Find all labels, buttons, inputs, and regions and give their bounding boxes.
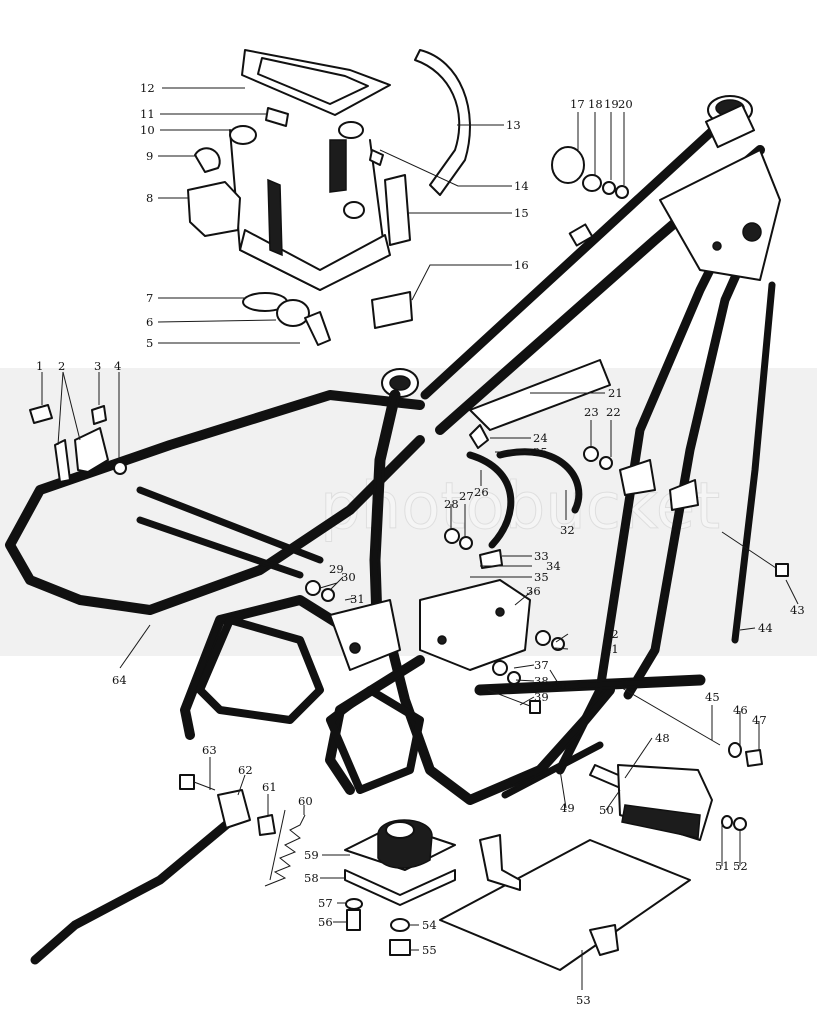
leader-lines bbox=[41, 87, 799, 990]
label-48: 48 bbox=[655, 731, 670, 745]
part-number-labels: 1 2 3 4 5 6 7 8 9 10 11 12 13 14 15 16 1… bbox=[36, 81, 805, 1007]
label-32: 32 bbox=[560, 523, 575, 537]
label-43: 43 bbox=[790, 603, 805, 617]
label-39: 39 bbox=[534, 690, 549, 704]
label-31: 31 bbox=[350, 592, 365, 606]
label-56: 56 bbox=[318, 915, 333, 929]
label-14: 14 bbox=[514, 179, 529, 193]
main-frame bbox=[5, 95, 781, 805]
label-15: 15 bbox=[514, 206, 529, 220]
rear-small-parts bbox=[29, 404, 127, 483]
label-17: 17 bbox=[570, 97, 585, 111]
label-23: 23 bbox=[584, 405, 599, 419]
label-18: 18 bbox=[588, 97, 603, 111]
label-37: 37 bbox=[534, 658, 549, 672]
label-16: 16 bbox=[514, 258, 529, 272]
label-10: 10 bbox=[140, 123, 155, 137]
label-6: 6 bbox=[146, 315, 153, 329]
headstock-parts bbox=[551, 146, 629, 199]
label-46: 46 bbox=[733, 703, 748, 717]
label-22: 22 bbox=[606, 405, 621, 419]
label-54: 54 bbox=[422, 918, 437, 932]
label-13: 13 bbox=[506, 118, 521, 132]
label-34: 34 bbox=[546, 559, 561, 573]
label-27: 27 bbox=[459, 489, 474, 503]
vent-pipes bbox=[466, 281, 776, 799]
label-44: 44 bbox=[758, 621, 773, 635]
label-21: 21 bbox=[608, 386, 623, 400]
label-61: 61 bbox=[262, 780, 277, 794]
sump-guard bbox=[439, 764, 713, 971]
label-28: 28 bbox=[444, 497, 459, 511]
label-51: 51 bbox=[715, 859, 730, 873]
label-45: 45 bbox=[705, 690, 720, 704]
label-47: 47 bbox=[752, 713, 767, 727]
label-55: 55 bbox=[422, 943, 437, 957]
label-41: 41 bbox=[604, 642, 619, 656]
label-42: 42 bbox=[604, 627, 619, 641]
label-12: 12 bbox=[140, 81, 155, 95]
rubber-mount bbox=[344, 819, 456, 956]
label-20: 20 bbox=[618, 97, 633, 111]
label-59: 59 bbox=[304, 848, 319, 862]
label-1: 1 bbox=[36, 359, 43, 373]
label-52: 52 bbox=[733, 859, 748, 873]
label-29: 29 bbox=[329, 562, 344, 576]
label-9: 9 bbox=[146, 149, 153, 163]
battery-carrier-group bbox=[187, 49, 471, 346]
label-24: 24 bbox=[533, 431, 548, 445]
label-25: 25 bbox=[533, 445, 548, 459]
prop-stand bbox=[30, 789, 251, 965]
label-4: 4 bbox=[114, 359, 121, 373]
label-64: 64 bbox=[112, 673, 127, 687]
label-7: 7 bbox=[146, 291, 153, 305]
label-26: 26 bbox=[474, 485, 489, 499]
spring-60 bbox=[264, 814, 306, 887]
label-36: 36 bbox=[526, 584, 541, 598]
label-35: 35 bbox=[534, 570, 549, 584]
label-60: 60 bbox=[298, 794, 313, 808]
label-19: 19 bbox=[604, 97, 619, 111]
label-5: 5 bbox=[146, 336, 153, 350]
label-50: 50 bbox=[599, 803, 614, 817]
label-33: 33 bbox=[534, 549, 549, 563]
label-62: 62 bbox=[238, 763, 253, 777]
label-8: 8 bbox=[146, 191, 153, 205]
label-40: 40 bbox=[552, 678, 567, 692]
label-38: 38 bbox=[534, 674, 549, 688]
label-11: 11 bbox=[140, 107, 155, 121]
label-30: 30 bbox=[341, 570, 356, 584]
label-49: 49 bbox=[560, 801, 575, 815]
label-2: 2 bbox=[58, 359, 65, 373]
label-57: 57 bbox=[318, 896, 333, 910]
label-53: 53 bbox=[576, 993, 591, 1007]
label-58: 58 bbox=[304, 871, 319, 885]
label-63: 63 bbox=[202, 743, 217, 757]
label-3: 3 bbox=[94, 359, 101, 373]
